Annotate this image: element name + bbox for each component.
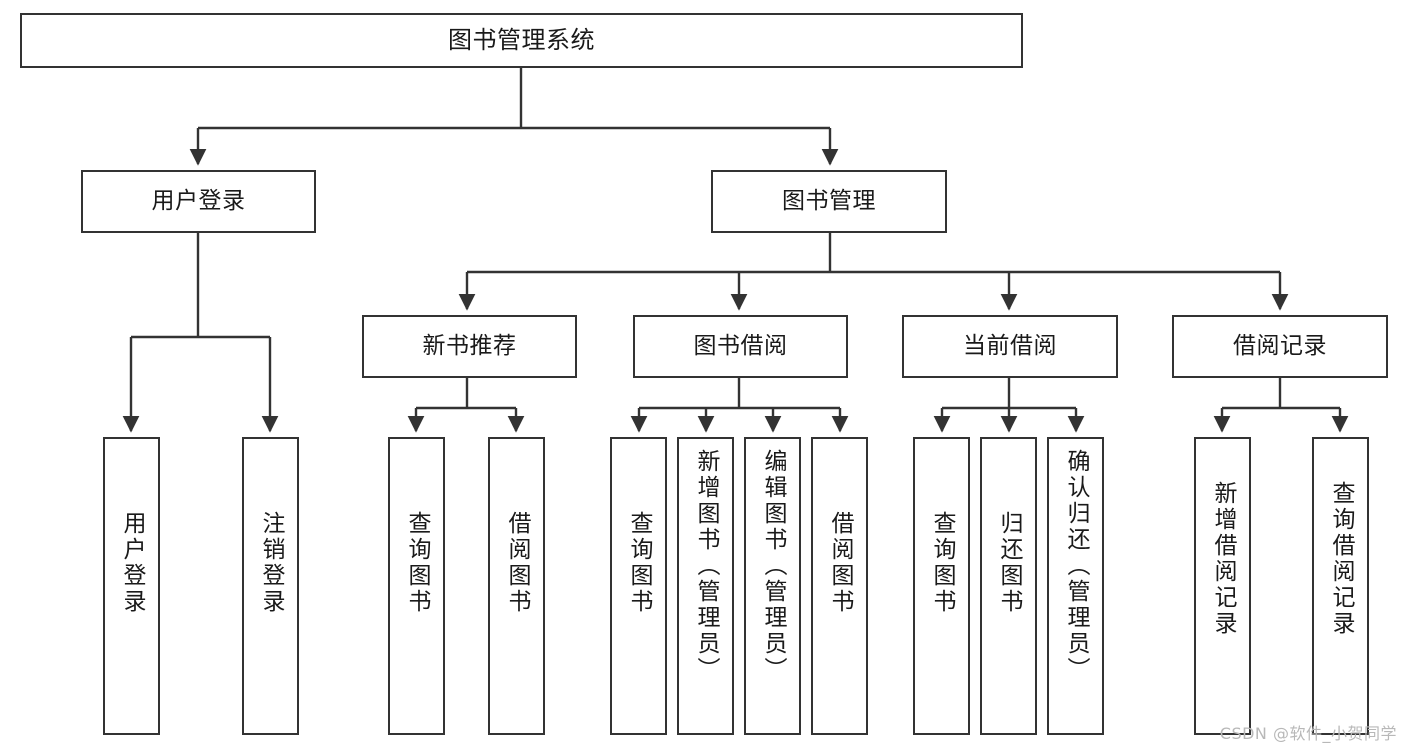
node-leaf-query-book-3-label: 查询图书 <box>929 511 955 615</box>
node-book-borrow-label: 图书借阅 <box>693 332 788 359</box>
node-leaf-query-book-1[interactable]: 查询图书 <box>388 437 445 735</box>
node-new-book-rec-label: 新书推荐 <box>422 332 517 359</box>
node-leaf-return-book-label: 归还图书 <box>996 511 1022 615</box>
node-leaf-add-book[interactable]: 新增图书（管理员） <box>677 437 734 735</box>
node-leaf-borrow-book-2[interactable]: 借阅图书 <box>811 437 868 735</box>
node-leaf-add-book-label: 新增图书（管理员） <box>693 449 719 683</box>
node-leaf-confirm-return-label: 确认归还（管理员） <box>1063 449 1089 683</box>
node-root[interactable]: 图书管理系统 <box>20 13 1023 68</box>
node-leaf-edit-book[interactable]: 编辑图书（管理员） <box>744 437 801 735</box>
node-root-label: 图书管理系统 <box>448 26 595 55</box>
node-leaf-query-book-2[interactable]: 查询图书 <box>610 437 667 735</box>
node-book-borrow[interactable]: 图书借阅 <box>633 315 848 378</box>
node-book-manage[interactable]: 图书管理 <box>711 170 947 233</box>
node-leaf-confirm-return[interactable]: 确认归还（管理员） <box>1047 437 1104 735</box>
node-current-borrow-label: 当前借阅 <box>963 332 1057 359</box>
node-leaf-query-book-2-label: 查询图书 <box>626 511 652 615</box>
node-leaf-user-logout[interactable]: 注销登录 <box>242 437 299 735</box>
node-leaf-query-book-3[interactable]: 查询图书 <box>913 437 970 735</box>
node-borrow-record-label: 借阅记录 <box>1233 332 1327 359</box>
node-leaf-borrow-book-2-label: 借阅图书 <box>827 511 853 615</box>
node-new-book-rec[interactable]: 新书推荐 <box>362 315 577 378</box>
node-user-login-label: 用户登录 <box>151 187 246 214</box>
node-current-borrow[interactable]: 当前借阅 <box>902 315 1118 378</box>
watermark-text: CSDN @软件_小贺同学 <box>1219 724 1397 743</box>
node-leaf-query-book-1-label: 查询图书 <box>404 511 430 615</box>
node-leaf-add-record-label: 新增借阅记录 <box>1210 481 1236 637</box>
node-leaf-query-record-label: 查询借阅记录 <box>1328 481 1354 637</box>
node-leaf-return-book[interactable]: 归还图书 <box>980 437 1037 735</box>
node-leaf-user-login[interactable]: 用户登录 <box>103 437 160 735</box>
node-borrow-record[interactable]: 借阅记录 <box>1172 315 1388 378</box>
node-leaf-borrow-book-1-label: 借阅图书 <box>504 511 530 615</box>
node-leaf-edit-book-label: 编辑图书（管理员） <box>760 449 786 683</box>
node-leaf-user-login-label: 用户登录 <box>119 511 145 615</box>
node-leaf-borrow-book-1[interactable]: 借阅图书 <box>488 437 545 735</box>
node-book-manage-label: 图书管理 <box>782 187 876 214</box>
node-leaf-query-record[interactable]: 查询借阅记录 <box>1312 437 1369 735</box>
node-leaf-user-logout-label: 注销登录 <box>258 511 284 615</box>
node-leaf-add-record[interactable]: 新增借阅记录 <box>1194 437 1251 735</box>
node-user-login[interactable]: 用户登录 <box>81 170 316 233</box>
